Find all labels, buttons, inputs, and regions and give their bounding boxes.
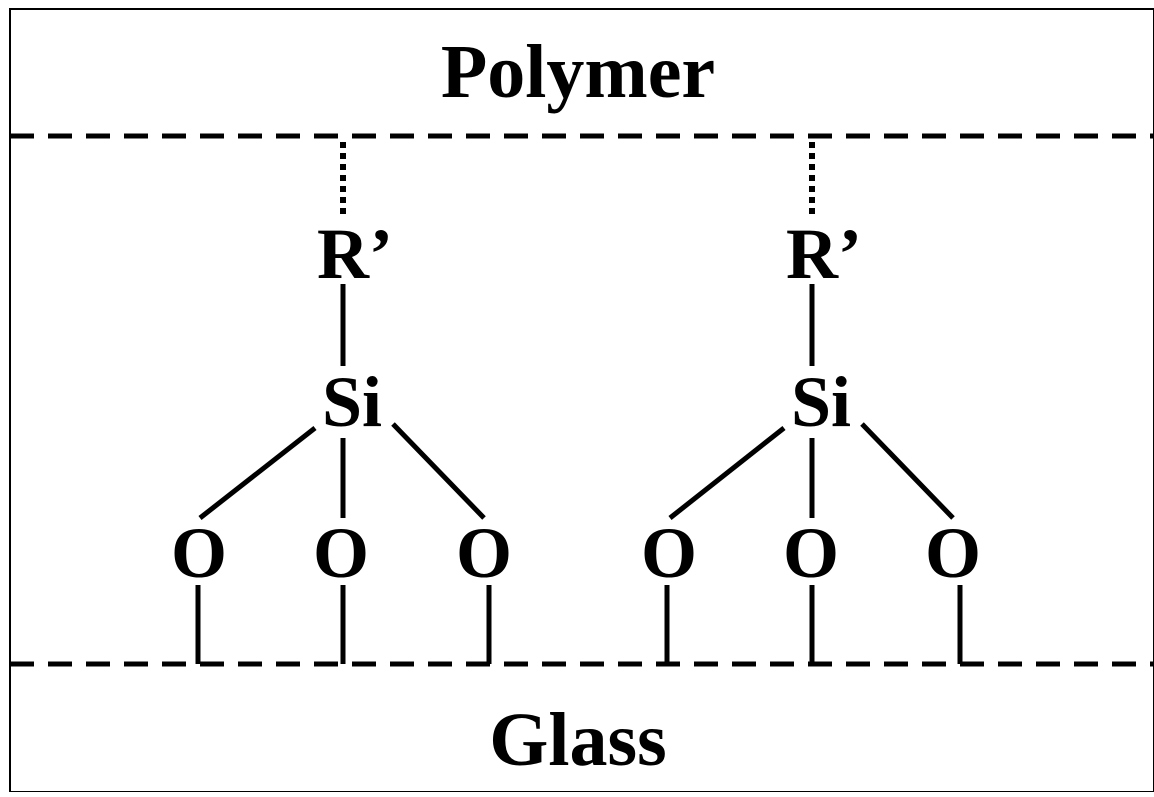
- si-o-bond-right: [391, 422, 486, 520]
- diagram-frame: [9, 8, 1154, 793]
- polymer-label: Polymer: [441, 30, 715, 114]
- si-o-bond-left: [668, 426, 786, 520]
- silane-molecule-1: R’ Si O O O: [171, 142, 512, 664]
- si-o-bond-left: [198, 426, 317, 520]
- oxygen-label: O: [925, 513, 981, 593]
- oxygen-label: O: [783, 513, 839, 593]
- silicon-label: Si: [322, 362, 382, 442]
- silane-molecule-2: R’ Si O O O: [641, 142, 981, 664]
- r-group-label: R’: [786, 214, 862, 294]
- glass-label: Glass: [489, 698, 666, 782]
- si-o-bond-right: [860, 422, 955, 520]
- silicon-label: Si: [791, 362, 851, 442]
- oxygen-label: O: [641, 513, 697, 593]
- oxygen-label: O: [313, 513, 369, 593]
- oxygen-label: O: [171, 513, 227, 593]
- oxygen-label: O: [456, 513, 512, 593]
- r-group-label: R’: [317, 214, 393, 294]
